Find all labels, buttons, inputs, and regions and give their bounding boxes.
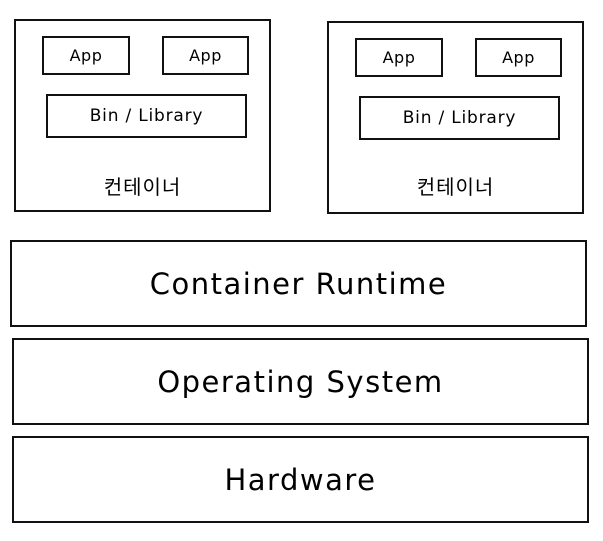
hardware-layer: Hardware [12, 436, 589, 523]
bin-library-label: Bin / Library [402, 108, 517, 128]
container-runtime-label: Container Runtime [149, 266, 448, 301]
bin-library-box-2: Bin / Library [359, 96, 560, 140]
app-label: App [382, 48, 416, 67]
app-box-2-2: App [475, 38, 562, 77]
container-label-1: 컨테이너 [103, 175, 182, 199]
app-box-1-2: App [162, 36, 249, 75]
container-box-1: App App Bin / Library 컨테이너 [14, 19, 271, 212]
operating-system-label: Operating System [157, 364, 444, 399]
container-label-2: 컨테이너 [416, 175, 495, 199]
bin-library-label: Bin / Library [89, 106, 204, 126]
app-label: App [189, 46, 222, 65]
app-box-2-1: App [355, 38, 443, 77]
app-label: App [69, 46, 103, 65]
container-runtime-layer: Container Runtime [10, 240, 587, 327]
container-box-2: App App Bin / Library 컨테이너 [327, 21, 584, 214]
app-label: App [502, 48, 535, 67]
operating-system-layer: Operating System [12, 338, 589, 425]
app-box-1-1: App [42, 36, 130, 75]
hardware-label: Hardware [224, 462, 377, 497]
bin-library-box-1: Bin / Library [46, 94, 247, 138]
